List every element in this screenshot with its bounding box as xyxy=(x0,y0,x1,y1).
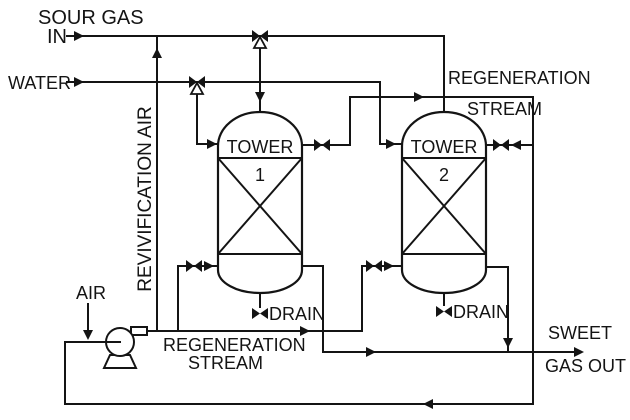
flow-arrow-tower2-outlet-down xyxy=(503,338,513,348)
flow-arrow-water-in xyxy=(74,77,84,87)
tower1-shell xyxy=(216,110,304,295)
sour-gas-three-way-valve-icon xyxy=(252,30,268,49)
sour-gas-label-line1: SOUR GAS xyxy=(38,7,144,29)
water-branch-tower1 xyxy=(196,92,218,145)
flow-arrow-into-tower1-neck xyxy=(207,139,217,149)
tower1-number-label: 1 xyxy=(255,165,265,185)
flow-arrow-air-down xyxy=(83,330,93,340)
flow-arrow-sweet-gas-out xyxy=(574,347,584,357)
tower2-drain-valve-icon xyxy=(436,306,452,317)
pipe-network xyxy=(64,35,582,405)
tower2-vessel xyxy=(400,110,488,295)
sour-gas-label-line2: IN xyxy=(47,26,67,48)
tower1-drain-label: DRAIN xyxy=(269,304,325,324)
flow-arrows-group xyxy=(74,31,584,409)
tower2-bottom-outlet-line xyxy=(486,266,509,352)
water-three-way-valve-icon xyxy=(189,76,205,95)
tower1-internals xyxy=(217,157,303,255)
flow-arrow-into-tower2-bottom xyxy=(384,261,394,271)
tower2-bottom-valve-icon xyxy=(366,260,382,272)
air-label: AIR xyxy=(76,283,106,303)
tower2-shell xyxy=(400,110,488,295)
tower2-top-valve-icon xyxy=(493,139,509,151)
pump-discharge-nozzle xyxy=(130,326,148,336)
tower2-number-label: 2 xyxy=(439,165,449,185)
revivification-air-label: REVIVIFICATION AIR xyxy=(135,106,156,291)
flow-arrow-sour-gas-in xyxy=(74,31,84,41)
flow-arrow-revivification-up xyxy=(152,48,162,58)
flow-arrow-into-tower1-top xyxy=(255,92,265,102)
tower1-top-outlet-and-regen-return-loop xyxy=(64,96,534,405)
labels-group: SOUR GAS IN WATER REVIVIFICATION AIR REG… xyxy=(8,7,626,376)
regeneration-bottom-label-line1: REGENERATION xyxy=(163,335,306,355)
flow-arrow-sweet-gas-mid xyxy=(366,347,376,357)
sour-gas-line xyxy=(66,35,445,113)
tower1-top-valve-icon xyxy=(314,139,330,151)
sweet-gas-label-line1: SWEET xyxy=(548,323,612,343)
flow-arrow-return-left xyxy=(423,399,433,409)
air-blower-pump xyxy=(102,326,148,369)
tower2-drain-label: DRAIN xyxy=(453,302,509,322)
flow-arrow-into-tower2-neck xyxy=(386,139,396,149)
regeneration-top-label-line2: STREAM xyxy=(467,99,542,119)
tower1-drain-valve-icon xyxy=(252,308,268,319)
regeneration-top-label-line1: REGENERATION xyxy=(448,68,591,88)
regeneration-bottom-label-line2: STREAM xyxy=(188,353,263,373)
flow-arrow-into-tower2-top xyxy=(511,140,521,150)
sweet-gas-label-line2: GAS OUT xyxy=(545,356,626,376)
valves-group xyxy=(186,30,509,319)
flow-arrow-top-crossover xyxy=(414,92,424,102)
flow-arrow-into-tower1-bottom xyxy=(204,261,214,271)
tower2-name-label: TOWER xyxy=(411,137,478,157)
tower1-vessel xyxy=(216,110,304,295)
tower2-internals xyxy=(401,157,487,255)
water-label: WATER xyxy=(8,73,71,93)
tower1-name-label: TOWER xyxy=(227,137,294,157)
water-line xyxy=(66,81,402,145)
flow-arrow-regen-discharge xyxy=(300,326,310,336)
tower1-bottom-valve-icon xyxy=(186,260,202,272)
equipment-group xyxy=(102,110,488,369)
sweet-gas-line xyxy=(303,265,582,353)
tower1-bottom-feed-line xyxy=(177,265,218,331)
